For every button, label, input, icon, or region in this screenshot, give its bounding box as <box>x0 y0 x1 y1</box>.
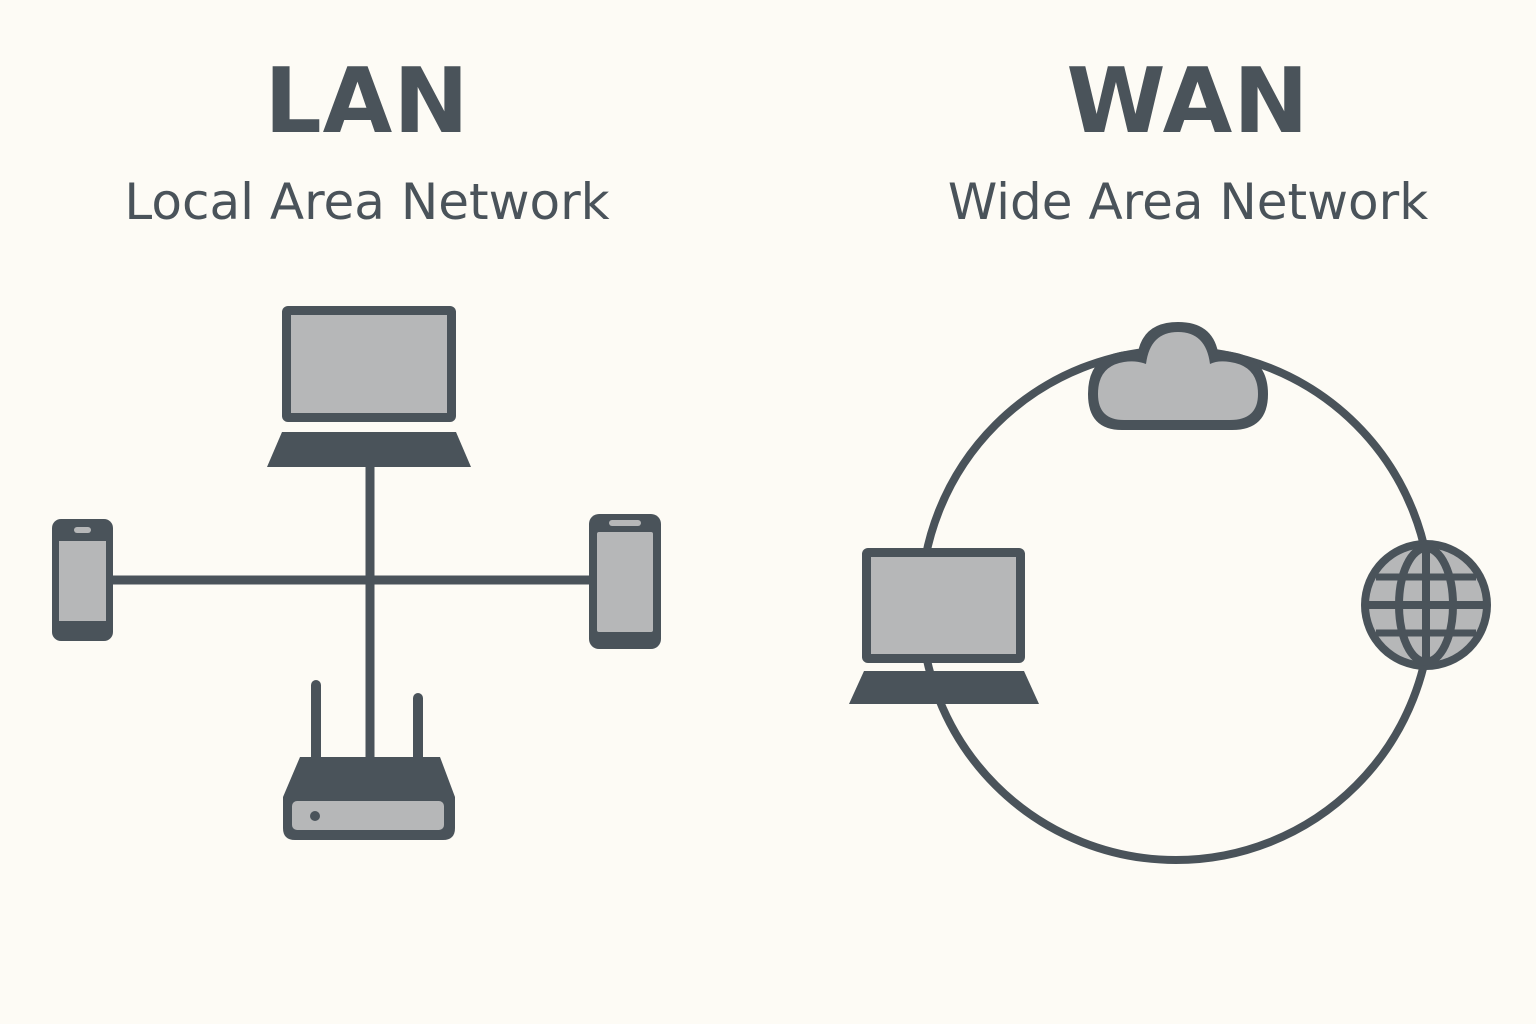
lan-panel: LAN Local Area Network <box>0 0 740 1024</box>
lan-connections <box>110 462 594 762</box>
globe-icon <box>1361 540 1491 670</box>
wan-title: WAN <box>1066 49 1310 154</box>
laptop-icon <box>849 548 1039 704</box>
router-icon <box>283 680 455 840</box>
tablet-icon <box>589 514 661 649</box>
cloud-icon <box>1088 322 1268 430</box>
lan-title: LAN <box>264 49 470 154</box>
laptop-icon <box>267 306 471 467</box>
lan-subtitle: Local Area Network <box>124 173 610 231</box>
wan-diagram <box>849 322 1491 864</box>
phone-icon <box>52 519 113 641</box>
wan-subtitle: Wide Area Network <box>947 173 1429 231</box>
lan-diagram <box>52 306 661 840</box>
wan-panel: WAN Wide Area Network <box>768 0 1536 1024</box>
